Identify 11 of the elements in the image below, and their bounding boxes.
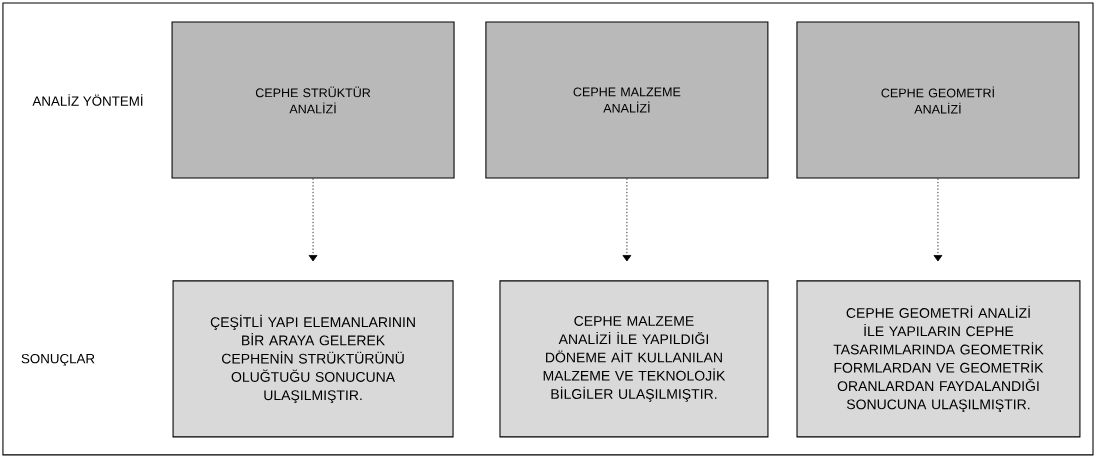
- method-box: CEPHE GEOMETRİ ANALİZİ: [796, 21, 1080, 179]
- row-label: ANALİZ YÖNTEMİ: [32, 94, 143, 106]
- result-box: ÇEŞİTLİ YAPI ELEMANLARININ BİR ARAYA GELEREK CEPHENİN STRÜKTÜRÜNÜ OLUĞTUĞU SONUCUNA ULAŞILMIŞTIR.: [172, 280, 454, 438]
- row-label: SONUÇLAR: [21, 353, 95, 367]
- arrow: [933, 178, 943, 262]
- arrow: [622, 178, 632, 262]
- arrow: [308, 178, 318, 262]
- method-box: CEPHE STRÜKTÜR ANALİZİ: [171, 21, 455, 179]
- method-box: CEPHE MALZEME ANALİZİ: [485, 21, 769, 179]
- result-box: CEPHE MALZEME ANALİZİ İLE YAPILDIĞI DÖNEME AİT KULLANILAN MALZEME VE TEKNOLOJİK BİLGİLER ULAŞILMIŞTIR.: [499, 280, 769, 438]
- result-box: CEPHE GEOMETRİ ANALİZİ İLE YAPILARIN CEPHE TASARIMLARINDA GEOMETRİK FORMLARDAN VE GEOMETRİK ORANLARDAN FAYDALANDIĞI SONUCUNA ULAŞILMIŞTIR.: [796, 280, 1081, 438]
